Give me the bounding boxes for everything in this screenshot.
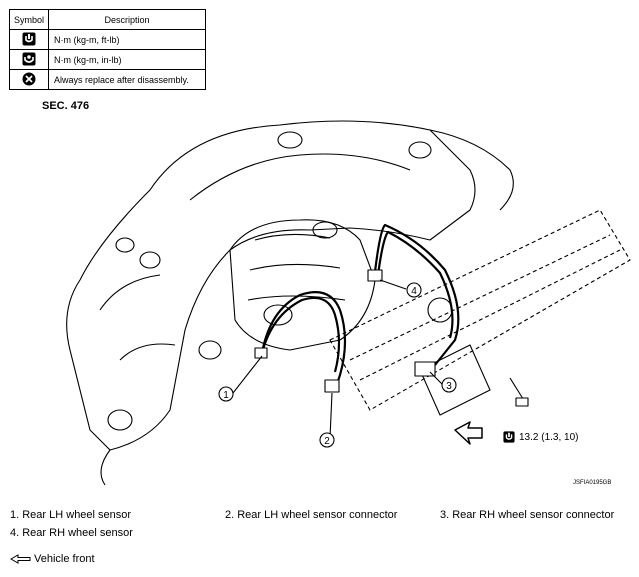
vehicle-front-arrow-icon — [10, 554, 31, 564]
legend-row-3: Always replace after disassembly. — [48, 69, 206, 90]
callout-2: 2 — [319, 432, 335, 448]
callout-4: 4 — [406, 282, 422, 298]
legend-header-description: Description — [48, 9, 206, 30]
wheel-sensor-harness — [260, 223, 460, 391]
svg-text:4: 4 — [411, 286, 417, 297]
callout-1: 1 — [218, 386, 234, 402]
side-member — [329, 209, 631, 416]
legend-row-2: N·m (kg-m, in-lb) — [48, 49, 206, 70]
figure-code: JSFIA0195GB — [573, 480, 612, 486]
torque-spec: 13.2 (1.3, 10) — [519, 431, 579, 443]
part-1: 1. Rear LH wheel sensor — [10, 509, 132, 521]
vehicle-front-arrow-icon — [454, 421, 483, 445]
lh-connector-body — [324, 379, 340, 393]
torque-wrench-inlb-icon — [22, 52, 36, 65]
callout-3: 3 — [441, 377, 457, 393]
legend-header-symbol: Symbol — [9, 9, 49, 30]
rear-wheel-sensor-diagram: 1 2 3 4 — [66, 120, 631, 486]
svg-text:3: 3 — [446, 381, 452, 392]
replace-x-icon — [22, 72, 36, 85]
svg-text:2: 2 — [324, 436, 330, 447]
rh-sensor-body — [367, 269, 383, 282]
torque-wrench-icon — [22, 32, 36, 45]
part-4: 4. Rear RH wheel sensor — [10, 527, 133, 539]
part-3: 3. Rear RH wheel sensor connector — [440, 509, 615, 521]
symbol-legend-table: Symbol Description N·m (kg-m, ft-lb) N·m… — [9, 9, 206, 90]
vehicle-front-label: Vehicle front — [34, 553, 95, 565]
svg-text:1: 1 — [223, 390, 229, 401]
part-2: 2. Rear LH wheel sensor connector — [225, 509, 398, 521]
torque-wrench-icon — [503, 431, 515, 443]
bolt — [509, 377, 529, 407]
vehicle-front-legend: Vehicle front — [10, 553, 95, 565]
rear-suspension-member — [66, 120, 514, 486]
section-label: SEC. 476 — [42, 100, 90, 112]
final-drive-assembly — [229, 219, 376, 351]
legend-row-1: N·m (kg-m, ft-lb) — [48, 29, 206, 50]
